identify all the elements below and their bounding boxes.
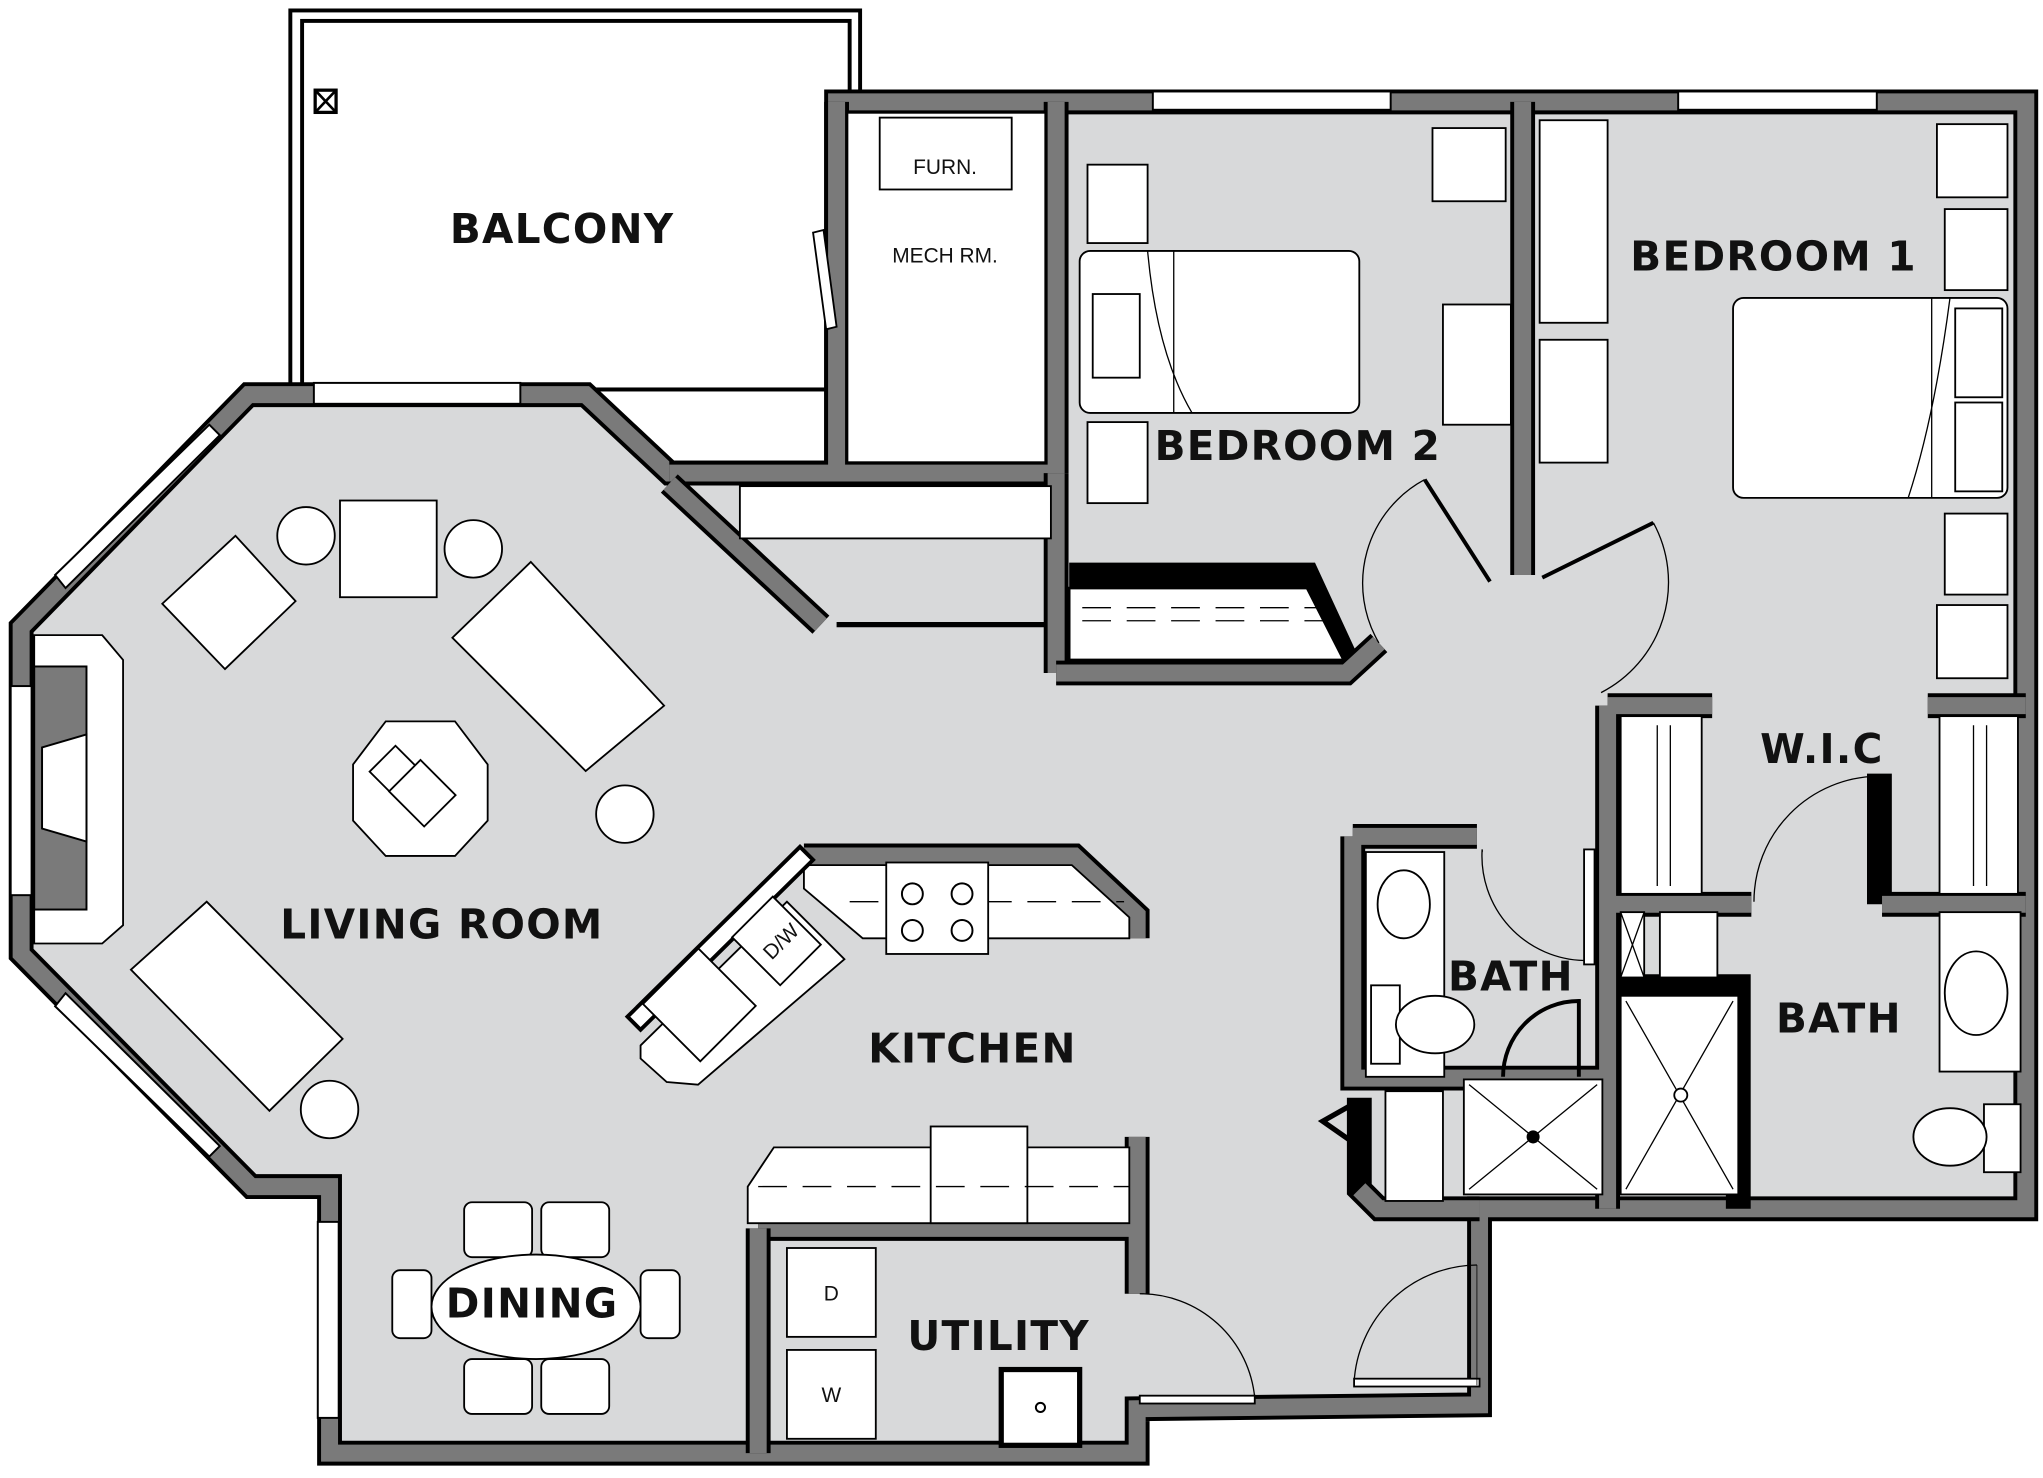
bed [1732,297,2009,499]
shower-door[interactable] [1501,999,1581,1077]
wic-label: W.I.C [1760,725,1883,773]
dryer-label: D [824,1282,839,1305]
furnace [878,116,1013,191]
bedroom-1-label: BEDROOM 1 [1630,233,1917,281]
hall-closet [660,473,1069,674]
sink [1943,950,2009,1036]
refrigerator [929,1125,1029,1225]
hall-bath-label: BATH [1448,953,1574,1001]
linen-closet-door[interactable] [1317,1101,1355,1142]
mech-room-label: MECH RM. [892,245,998,268]
toilet [1394,994,1476,1055]
entry-door[interactable] [1353,1264,1481,1388]
furnace-label: FURN. [913,156,977,179]
living-room-furniture [33,499,666,1140]
wic-walls [1340,693,2026,1222]
chair [1431,127,1507,203]
master-bath-label: BATH [1776,994,1902,1042]
hall-bath-fixtures [1317,848,1604,1202]
dining-label: DINING [446,1279,619,1327]
stove [885,861,990,955]
living-room-label: LIVING ROOM [280,900,603,948]
dishwasher [730,895,823,987]
hall-bath-door[interactable] [1583,848,1596,966]
sofa [129,900,344,1113]
toilet-tank [1983,1103,2022,1174]
mech-room-door[interactable] [812,228,838,331]
utility-label: UTILITY [907,1312,1090,1360]
closet-shelf [1619,715,1703,895]
dryer [786,1247,877,1338]
room-labels: BALCONY BEDROOM 2 BEDROOM 1 W.I.C LIVING… [280,205,1917,1360]
bedroom-1-furniture [1538,119,2009,680]
utility-door[interactable] [1138,1394,1256,1405]
toilet [1912,1107,1988,1167]
dining-table [430,1253,642,1360]
bedroom-2-door[interactable] [1423,478,1492,583]
bed [1078,249,1361,414]
utility-room: D W [745,1228,1256,1454]
bedroom-2-label: BEDROOM 2 [1155,422,1442,470]
drain-icon [313,88,338,115]
balcony-label: BALCONY [450,205,675,253]
utility-sink [998,1366,1083,1448]
chair [1936,604,2009,680]
chair [1936,123,2009,199]
armchair [339,499,438,599]
dining-set [391,1201,681,1415]
armchair [160,534,297,671]
sofa [451,560,666,773]
linen-closet [1384,1090,1444,1202]
washer [786,1349,877,1440]
kitchen-label: KITCHEN [868,1024,1076,1072]
balcony [288,8,863,392]
closet-shelf [1938,715,2019,895]
sink [641,947,758,1063]
windows [9,90,1878,1419]
master-bath-fixtures [1619,911,2022,1196]
washer-label: W [822,1384,842,1407]
mech-room: FURN. MECH RM. [669,101,1069,486]
bedroom-2-furniture [1078,127,1512,505]
kitchen: D/W [624,843,1150,1294]
sink [1376,869,1431,940]
bedroom-walls [1056,101,1670,694]
bedroom-1-door[interactable] [1541,520,1655,580]
